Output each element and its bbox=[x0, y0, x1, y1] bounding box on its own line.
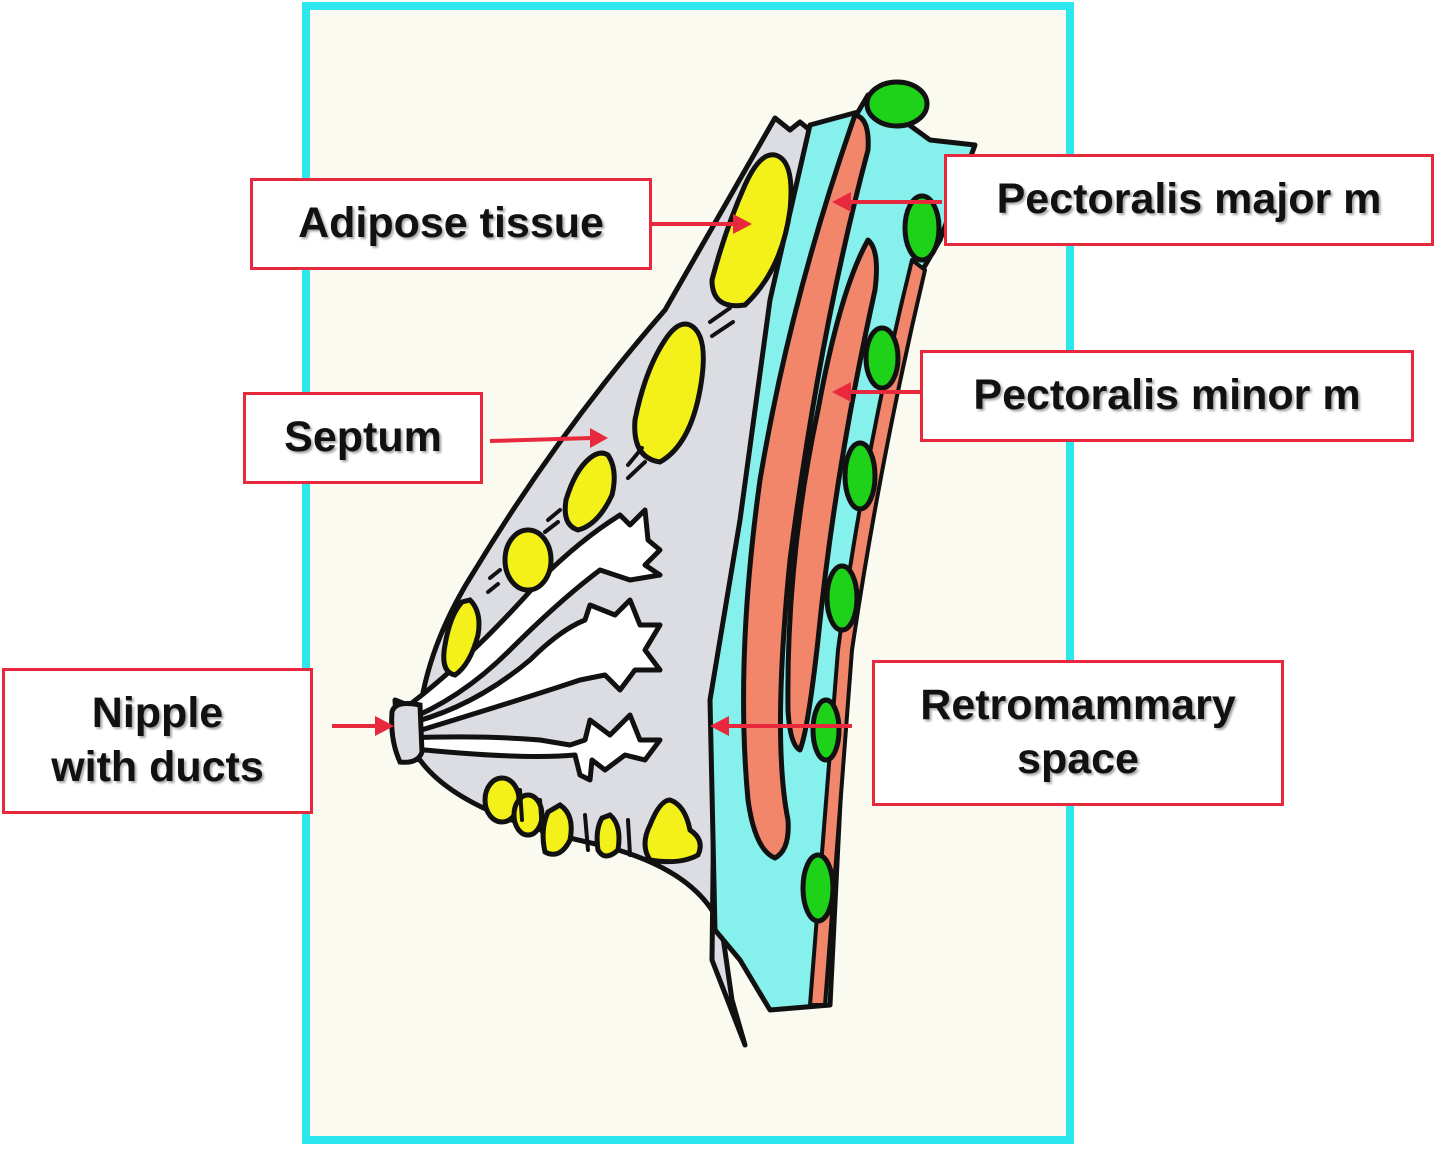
label-septum: Septum bbox=[243, 392, 483, 484]
lymph-node bbox=[864, 79, 930, 129]
label-text-line1: Nipple bbox=[91, 689, 224, 738]
label-pectoralis-major: Pectoralis major m bbox=[944, 154, 1434, 246]
label-text: Pectoralis major m bbox=[996, 175, 1382, 224]
lymph-node bbox=[863, 325, 901, 391]
label-nipple-with-ducts: Nipple with ducts bbox=[2, 668, 313, 814]
septa bbox=[486, 306, 735, 857]
lymph-nodes bbox=[800, 79, 942, 924]
label-text-line2: with ducts bbox=[51, 743, 264, 791]
chest-wall-strip bbox=[808, 258, 927, 1007]
lymph-node bbox=[824, 563, 860, 633]
nipple bbox=[389, 701, 425, 765]
label-pectoralis-minor: Pectoralis minor m bbox=[920, 350, 1414, 442]
label-text: Pectoralis minor m bbox=[973, 371, 1361, 420]
pectoralis-major-muscle bbox=[741, 112, 871, 861]
lymph-node bbox=[800, 852, 836, 924]
label-text: Septum bbox=[284, 413, 442, 462]
lymph-node bbox=[902, 193, 942, 263]
pointer-arrows bbox=[332, 192, 942, 736]
label-retromammary-space: Retromammary space bbox=[872, 660, 1284, 806]
lymph-node bbox=[810, 697, 842, 763]
label-text-line2: space bbox=[1017, 735, 1139, 783]
label-adipose-tissue: Adipose tissue bbox=[250, 178, 652, 270]
pectoralis-minor-muscle bbox=[785, 237, 879, 753]
lymph-node bbox=[842, 440, 878, 512]
label-text-line1: Retromammary bbox=[920, 681, 1236, 730]
label-text: Adipose tissue bbox=[298, 199, 604, 248]
